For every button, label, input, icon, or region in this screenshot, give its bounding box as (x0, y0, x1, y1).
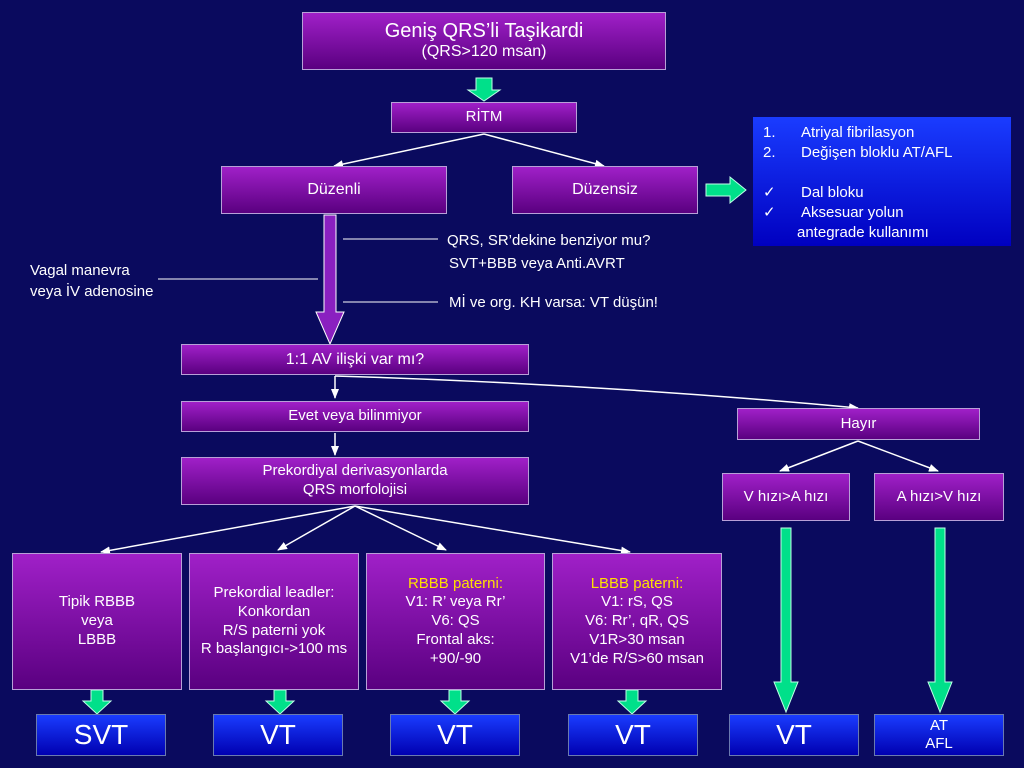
a-faster-label: A hızı>V hızı (896, 487, 982, 505)
qrs-question-note: QRS, SR’dekine benziyor mu? (447, 232, 651, 249)
criteria-line: Tipik RBBB (58, 593, 136, 611)
irregular-label: Düzensiz (572, 181, 638, 198)
a-faster-box: A hızı>V hızı (874, 473, 1004, 521)
list-text: Dal bloku (801, 184, 864, 201)
regular-label: Düzenli (307, 181, 361, 198)
criteria-line: Frontal aks: (416, 630, 495, 648)
result-label: VT (615, 719, 651, 750)
title-sub: (QRS>120 msan) (421, 43, 547, 61)
v-faster-box: V hızı>A hızı (722, 473, 850, 521)
criteria-box-precordial: Prekordial leadler: Konkordan R/S patern… (189, 553, 359, 690)
no-to-afaster-arrow (857, 440, 939, 472)
result-label: AT (929, 717, 949, 734)
rhythm-to-regular-arrow (333, 133, 485, 169)
c2-to-vt-arrow (264, 689, 296, 715)
svt-options-note: SVT+BBB veya Anti.AVRT (449, 255, 625, 272)
regular-to-av-arrow (315, 214, 345, 346)
list-text: Atriyal fibrilasyon (801, 124, 915, 141)
list-text: Aksesuar yolun (801, 204, 904, 221)
result-label: VT (437, 719, 473, 750)
criteria-line: veya (81, 612, 113, 630)
criteria-line: Konkordan (237, 602, 311, 620)
criteria-line: V1R>30 msan (589, 630, 685, 648)
criteria-line: R başlangıcı->100 ms (200, 640, 348, 658)
mi-note: Mİ ve org. KH varsa: VT düşün! (449, 294, 658, 311)
title-to-rhythm-arrow (466, 77, 502, 102)
result-label: VT (260, 719, 296, 750)
criteria-box-typical-bbb: Tipik RBBB veya LBBB (12, 553, 182, 690)
criteria-box-rbbb: RBBB paterni: V1: R’ veya Rr’ V6: QS Fro… (366, 553, 545, 690)
list-marker: 1. (763, 124, 776, 141)
list-continuation: antegrade kullanımı (797, 224, 929, 241)
v-faster-label: V hızı>A hızı (743, 487, 829, 505)
list-item: 2. Değişen bloklu AT/AFL (763, 143, 1005, 163)
morphology-to-c4-arrow (354, 505, 631, 555)
criteria-box-lbbb: LBBB paterni: V1: rS, QS V6: Rr’, qR, QS… (552, 553, 722, 690)
criteria-line: V6: Rr’, qR, QS (585, 612, 689, 630)
morphology-line2: QRS morfolojisi (302, 481, 408, 498)
criteria-line: V1: R’ veya Rr’ (405, 593, 506, 611)
check-icon: ✓ (763, 204, 776, 221)
check-icon: ✓ (763, 184, 776, 201)
list-item: 1. Atriyal fibrilasyon (763, 123, 1005, 143)
c4-to-vt-arrow (616, 689, 648, 715)
criteria-line: LBBB (77, 630, 117, 648)
list-text: Değişen bloklu AT/AFL (801, 144, 953, 161)
result-label: AFL (925, 735, 953, 752)
regular-box: Düzenli (221, 166, 447, 214)
yes-label: Evet veya bilinmiyor (288, 407, 422, 425)
result-label: SVT (73, 719, 129, 750)
no-to-vfaster-arrow (779, 440, 859, 472)
rhythm-label: RİTM (465, 108, 503, 126)
c3-to-vt-arrow (439, 689, 471, 715)
morphology-line1: Prekordiyal derivasyonlarda (262, 462, 448, 480)
irregular-box: Düzensiz (512, 166, 698, 214)
criteria-line: V1: rS, QS (601, 593, 673, 611)
no-box: Hayır (737, 408, 980, 440)
yes-box: Evet veya bilinmiyor (181, 401, 529, 432)
morphology-box: Prekordiyal derivasyonlarda QRS morfoloj… (181, 457, 529, 505)
result-vt-2: VT (390, 714, 520, 756)
criteria-heading: LBBB paterni: (590, 574, 684, 592)
result-vt-1: VT (213, 714, 343, 756)
rhythm-box: RİTM (391, 102, 577, 133)
title-box: Geniş QRS’li Taşikardi (QRS>120 msan) (302, 12, 666, 70)
morphology-to-c3-arrow (354, 505, 447, 551)
result-vt-3: VT (568, 714, 698, 756)
list-item: ✓ Dal bloku (763, 183, 1005, 203)
criteria-line: V1’de R/S>60 msan (570, 649, 704, 667)
morphology-to-c2-arrow (277, 505, 356, 551)
criteria-line: +90/-90 (429, 649, 482, 667)
list-item: ✓ Aksesuar yolun (763, 203, 1005, 223)
afaster-to-at-arrow (927, 527, 953, 714)
rhythm-to-irregular-arrow (483, 133, 605, 168)
result-at-afl: AT AFL (874, 714, 1004, 756)
c1-to-svt-arrow (81, 689, 113, 715)
morphology-to-c1-arrow (100, 505, 356, 555)
result-svt: SVT (36, 714, 166, 756)
av-question-box: 1:1 AV ilişki var mı? (181, 344, 529, 375)
vagal-note-line2: veya İV adenosine (30, 283, 154, 300)
criteria-line: Prekordial leadler: (213, 584, 335, 601)
criteria-line: V6: QS (431, 612, 480, 630)
no-label: Hayır (840, 414, 877, 432)
irregular-causes-list: 1. Atriyal fibrilasyon 2. Değişen bloklu… (753, 117, 1011, 246)
title-main: Geniş QRS’li Taşikardi (384, 20, 584, 43)
vagal-note-line1: Vagal manevra (30, 262, 130, 279)
result-vt-4: VT (729, 714, 859, 756)
irregular-to-list-arrow (705, 175, 747, 205)
criteria-heading: RBBB paterni: (407, 574, 504, 592)
av-question-label: 1:1 AV ilişki var mı? (285, 350, 425, 368)
criteria-line: R/S paterni yok (222, 621, 326, 639)
list-marker: 2. (763, 144, 776, 161)
vfaster-to-vt-arrow (773, 527, 799, 714)
result-label: VT (776, 719, 812, 750)
